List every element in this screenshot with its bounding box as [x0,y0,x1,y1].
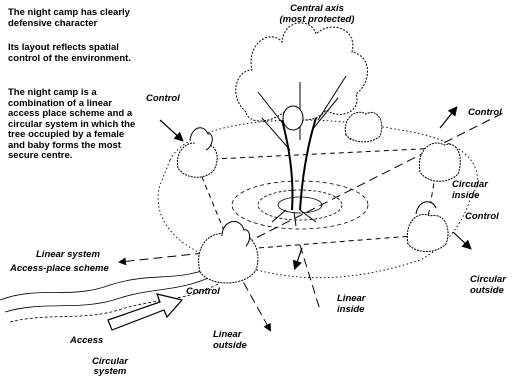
label-access: Access [70,336,103,347]
access-arrow [108,294,182,330]
label-control-left: Control [146,94,180,105]
nest-right-top [345,112,382,142]
label-linear-inside: Linear [337,294,366,305]
label-control-mid-right: Control [465,212,499,223]
label-access-place: Access-place scheme [10,264,109,275]
label-linear-outside: Linear [213,330,242,341]
label-most-protected: (most protected) [272,15,362,26]
label-central-axis: Central axis [272,4,362,15]
label-linear-system: Linear system [36,250,100,261]
nest-left [177,128,217,178]
label-circular-outside: Circular [470,275,506,286]
note-defensive: The night camp has clearly defensive cha… [8,8,138,29]
label-linear-inside-2: inside [337,305,364,316]
label-linear-outside-2: outside [213,341,247,352]
label-circular-inside: Circular [452,180,488,191]
note-layout: Its layout reflects spatial control of t… [8,43,138,64]
nest-front [199,221,258,283]
note-combination: The night camp is a combination of a lin… [8,88,138,162]
label-circular-system-2: system [80,367,140,378]
nest-right [419,143,460,181]
label-circular-inside-2: inside [452,191,479,202]
label-control-bottom: Control [186,287,220,298]
label-circular-outside-2: outside [470,286,504,297]
nest-right-lower [407,202,448,252]
label-control-right: Control [468,108,502,119]
